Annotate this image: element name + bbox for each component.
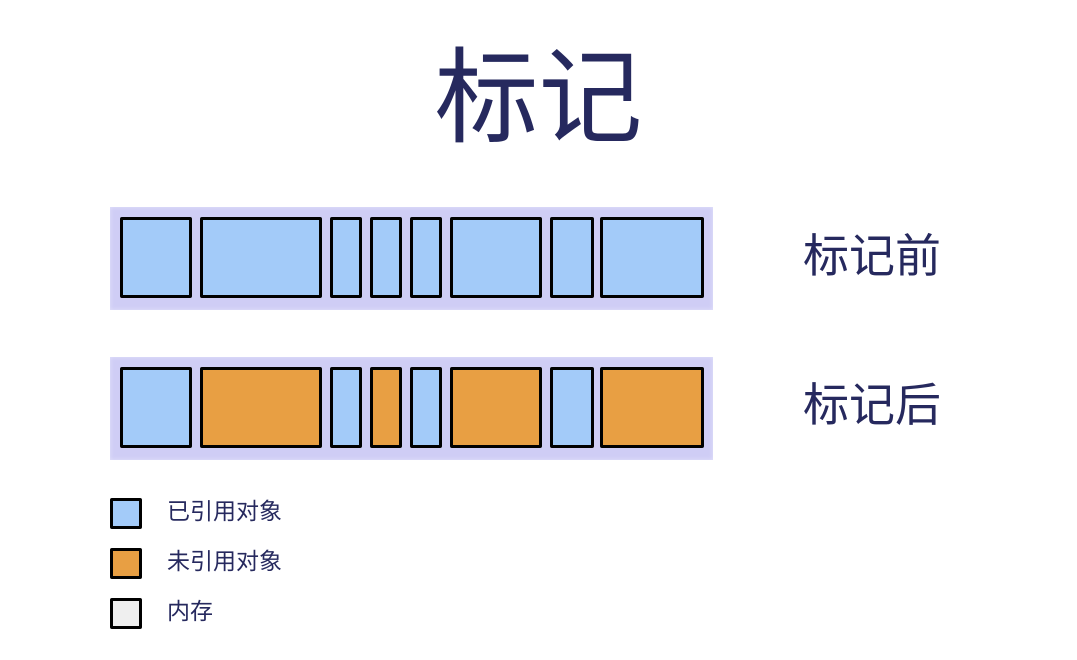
memory-block-unreferenced xyxy=(200,367,322,448)
memory-block-referenced xyxy=(330,367,362,448)
memory-block-referenced xyxy=(600,217,704,298)
memory-block-referenced xyxy=(330,217,362,298)
legend-swatch-referenced xyxy=(110,498,142,529)
memory-bar-after xyxy=(110,357,713,460)
legend-swatch-unreferenced xyxy=(110,548,142,579)
row-label-after: 标记后 xyxy=(803,378,941,432)
legend-label-unreferenced: 未引用对象 xyxy=(167,549,282,575)
diagram-title: 标记 xyxy=(434,37,643,159)
memory-block-unreferenced xyxy=(450,367,542,448)
legend-label-referenced: 已引用对象 xyxy=(167,499,282,525)
memory-block-referenced xyxy=(120,367,192,448)
memory-block-referenced xyxy=(370,217,402,298)
memory-block-referenced xyxy=(550,367,594,448)
legend-swatch-memory xyxy=(110,598,142,629)
memory-block-referenced xyxy=(410,367,442,448)
memory-block-referenced xyxy=(200,217,322,298)
memory-bar-before xyxy=(110,207,713,310)
memory-block-referenced xyxy=(550,217,594,298)
memory-block-referenced xyxy=(120,217,192,298)
memory-block-unreferenced xyxy=(370,367,402,448)
legend-label-memory: 内存 xyxy=(167,599,213,625)
row-label-before: 标记前 xyxy=(803,229,941,283)
memory-block-referenced xyxy=(450,217,542,298)
memory-block-referenced xyxy=(410,217,442,298)
memory-block-unreferenced xyxy=(600,367,704,448)
